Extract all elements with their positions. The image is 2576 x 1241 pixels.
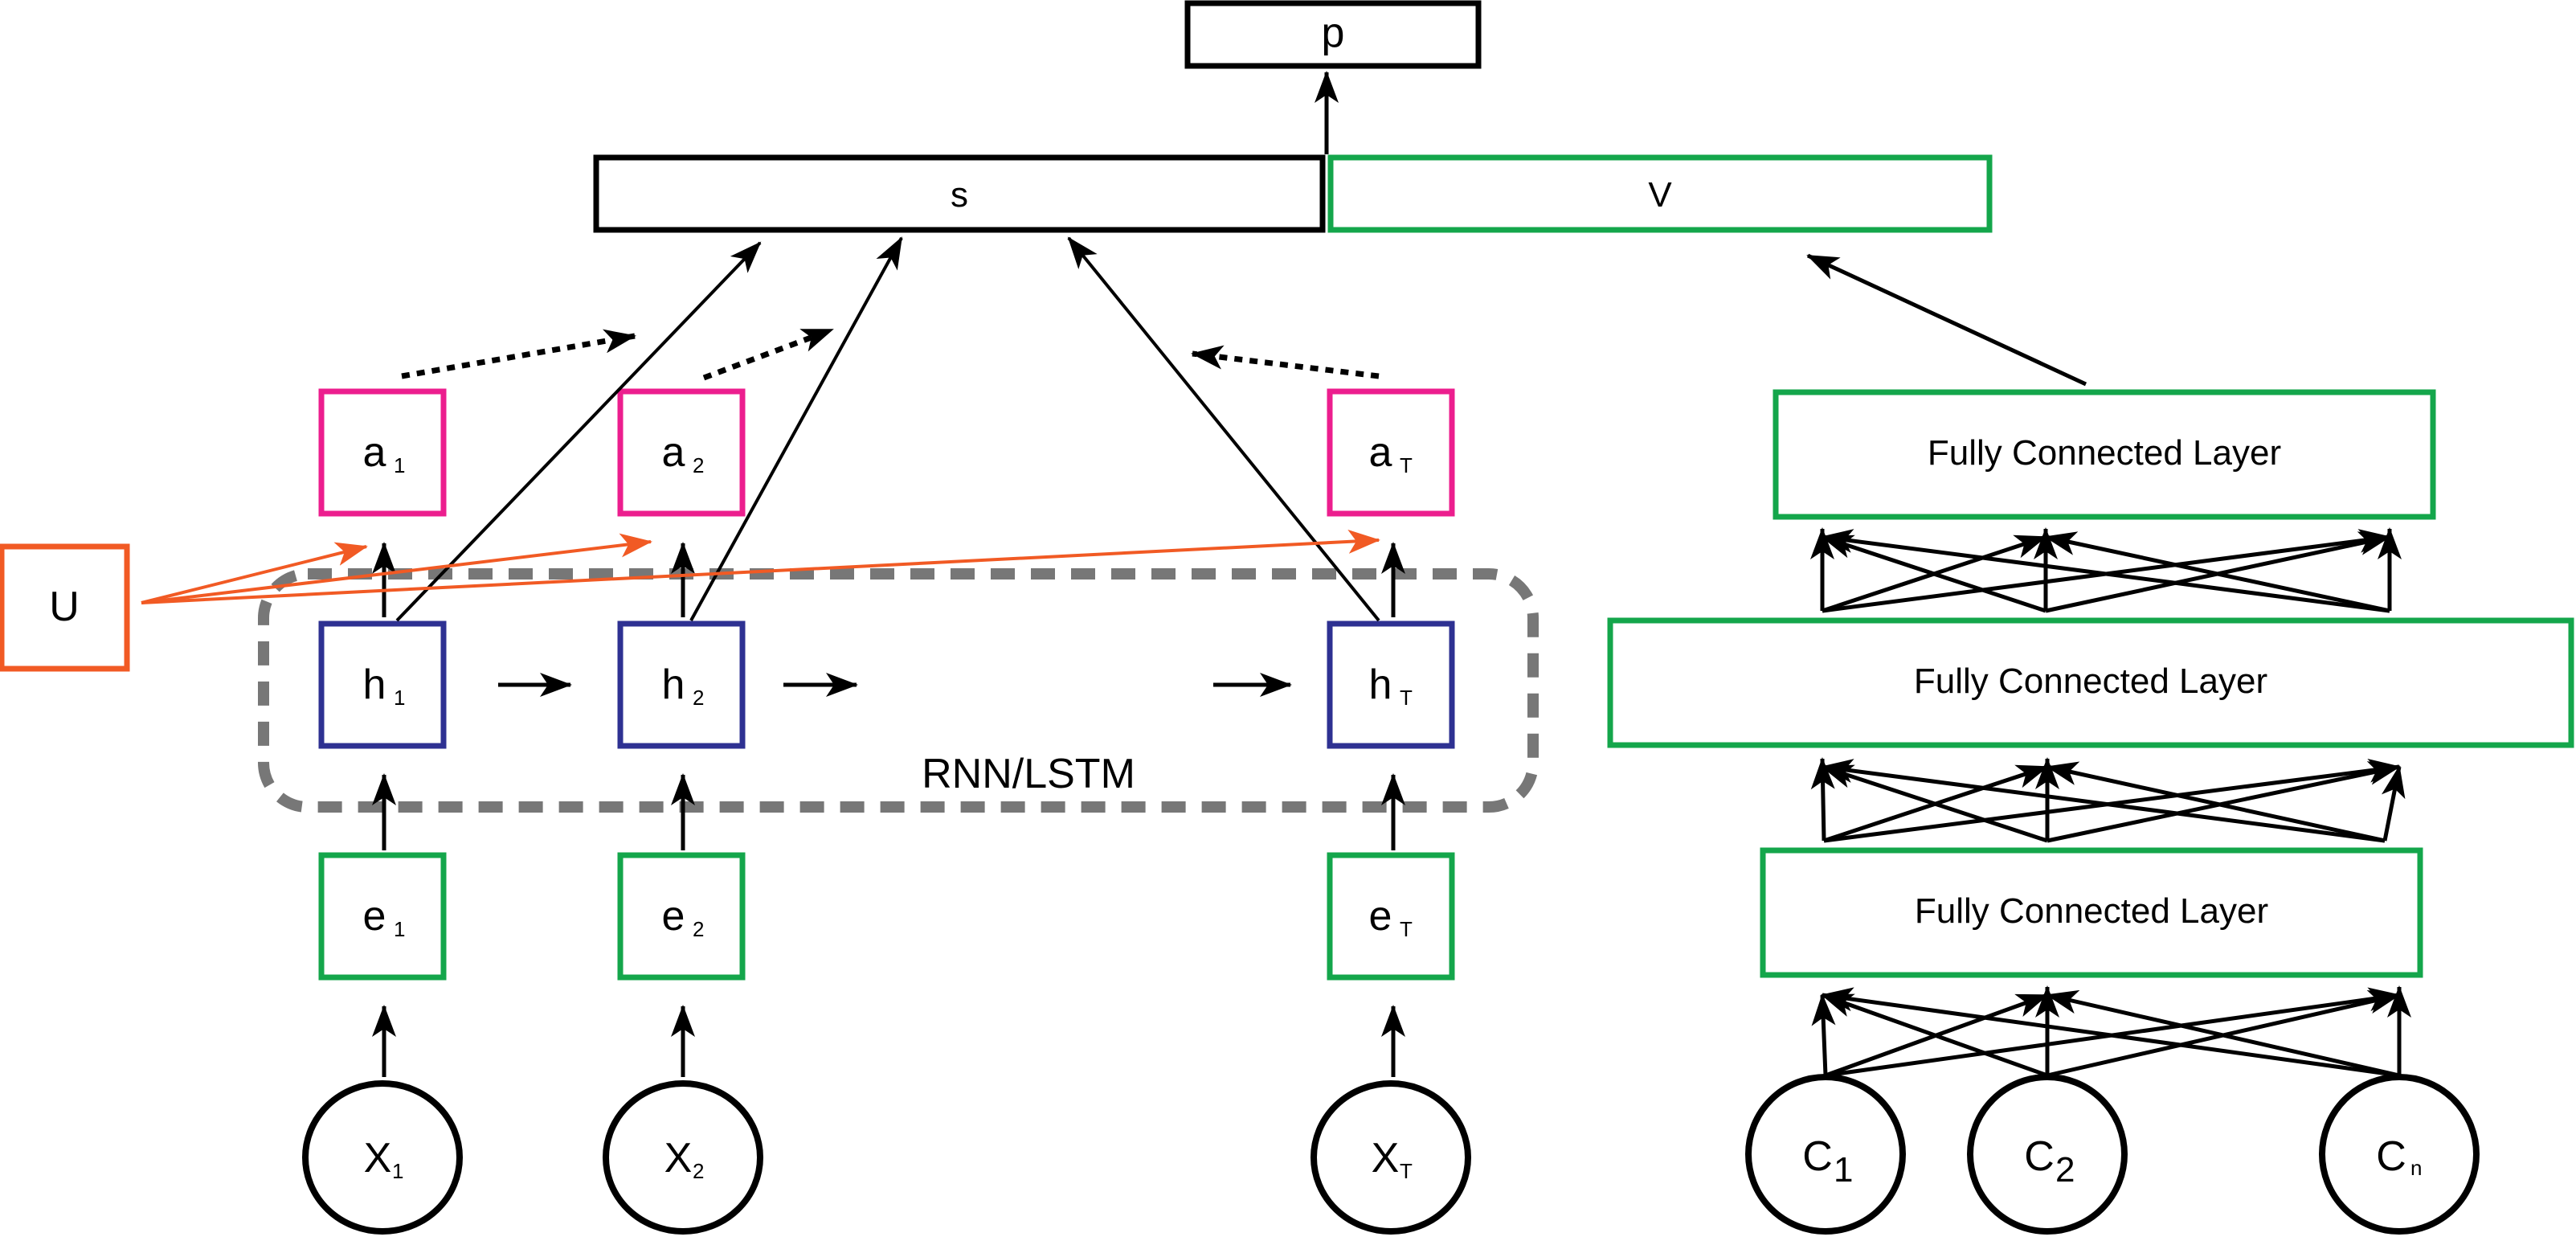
cn-subscript: n	[2410, 1156, 2422, 1180]
fc-link-arrow	[1821, 764, 2048, 843]
u-label: U	[49, 584, 80, 630]
fc-connection-arrows	[1810, 527, 2411, 1078]
a2-label: a	[662, 429, 685, 476]
eT-label: e	[1369, 893, 1392, 940]
fc-layer-top	[1773, 389, 2436, 520]
eT-box	[1327, 852, 1455, 981]
h2-subscript: 2	[693, 686, 704, 710]
h1-box	[318, 620, 447, 749]
u-box	[0, 543, 130, 672]
aT-subscript: T	[1400, 453, 1413, 477]
rnn-lstm-label: RNN/LSTM	[922, 751, 1135, 797]
hT-subscript: T	[1400, 686, 1413, 710]
c2-node	[1967, 1074, 2128, 1235]
aT-box	[1327, 388, 1455, 517]
fc-link-arrow	[1821, 759, 2386, 843]
hT-box	[1327, 620, 1455, 749]
e1-box	[318, 852, 447, 981]
u-arrows	[141, 529, 1380, 604]
c1-subscript: 1	[1834, 1150, 1853, 1190]
fc-layer-top-label: Fully Connected Layer	[1928, 433, 2281, 473]
cn-node	[2319, 1074, 2480, 1235]
fc-layer-bottom	[1760, 847, 2423, 978]
fc-link-arrow	[1821, 987, 2400, 1078]
h1-label: h	[363, 661, 386, 708]
cn-label: C	[2376, 1133, 2406, 1180]
s-label: s	[951, 175, 968, 215]
fc-link-arrow	[2046, 761, 2386, 843]
a2-subscript: 2	[693, 453, 704, 477]
a1-subscript: 1	[394, 453, 405, 477]
e2-box	[617, 852, 746, 981]
xT-label: X	[1372, 1135, 1400, 1182]
fc-link-arrow	[1821, 534, 2046, 613]
x1-node	[302, 1080, 463, 1235]
xT-subscript: T	[1400, 1159, 1413, 1183]
fc-link-arrow	[2381, 765, 2406, 842]
fc-link-arrow	[1810, 757, 1835, 842]
e1-subscript: 1	[394, 917, 405, 941]
hT-label: h	[1369, 661, 1392, 708]
h2-box	[617, 620, 746, 749]
x2-node	[603, 1080, 763, 1235]
fc-layer-middle-label: Fully Connected Layer	[1914, 661, 2267, 701]
c2-label: C	[2024, 1133, 2055, 1180]
p-label: p	[1322, 10, 1345, 56]
fc-layer-middle	[1607, 617, 2574, 748]
h-to-s-arrows	[395, 236, 1380, 622]
v-box	[1327, 154, 1993, 233]
v-label: V	[1648, 175, 1672, 215]
attention-arrows	[401, 326, 1380, 381]
e2-label: e	[662, 893, 685, 940]
fc-to-v-arrow	[1806, 253, 2087, 387]
h1-subscript: 1	[394, 686, 405, 710]
s-box	[593, 154, 1326, 233]
rnn-lstm-container	[258, 568, 1539, 813]
fc-link-arrow	[2044, 531, 2390, 613]
fc-link-arrow	[1811, 993, 1836, 1076]
fc-link-arrow	[1821, 993, 2048, 1078]
vertical-arrows	[372, 542, 1405, 1077]
e1-label: e	[363, 893, 386, 940]
c2-subscript: 2	[2055, 1150, 2075, 1190]
x2-label: X	[664, 1135, 693, 1182]
x1-label: X	[364, 1135, 392, 1182]
x1-subscript: 1	[392, 1159, 403, 1183]
x2-subscript: 2	[693, 1159, 704, 1183]
c1-node	[1745, 1074, 1906, 1235]
xT-node	[1310, 1080, 1471, 1235]
eT-subscript: T	[1400, 917, 1413, 941]
p-box	[1184, 0, 1482, 69]
h2-label: h	[662, 661, 685, 708]
fc-link-arrow	[2046, 989, 2400, 1078]
a1-box	[318, 388, 447, 517]
a2-box	[617, 388, 746, 517]
fc-link-arrow	[1821, 529, 2390, 613]
e2-subscript: 2	[693, 917, 704, 941]
c1-label: C	[1802, 1133, 1833, 1180]
a1-label: a	[363, 429, 386, 476]
fc-layer-bottom-label: Fully Connected Layer	[1915, 891, 2268, 931]
aT-label: a	[1369, 429, 1392, 476]
